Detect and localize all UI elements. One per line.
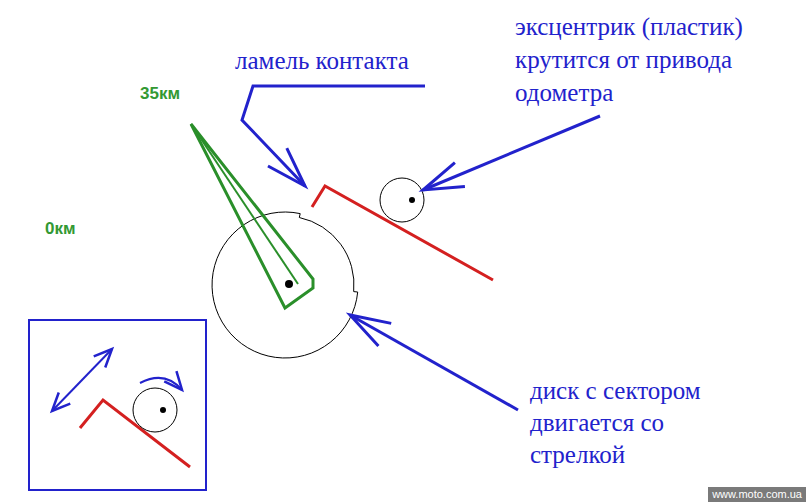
motion-arrow: [52, 349, 112, 411]
leader-arrow: [350, 315, 518, 410]
contact-lamel: [80, 400, 190, 467]
part-label: ламель контакта: [235, 46, 409, 76]
eccentric-axis: [160, 407, 166, 413]
eccentric: [380, 178, 424, 222]
inset-frame: [29, 320, 206, 490]
needle-pivot: [285, 280, 293, 288]
sector-disk: [212, 212, 358, 358]
scale-mark: 0км: [45, 219, 76, 239]
part-label: эксцентрик (пластик) крутится от привода…: [515, 10, 800, 109]
needle-edge: [191, 124, 298, 284]
leader-arrow: [423, 116, 600, 190]
needle: [191, 124, 313, 308]
contact-lamel: [312, 186, 493, 280]
scale-mark: 35км: [140, 84, 180, 104]
leader-arrow: [242, 86, 425, 186]
watermark: www.moto.com.ua: [708, 487, 806, 502]
rotation-arrow: [140, 378, 182, 390]
eccentric: [133, 388, 177, 432]
part-label: диск с сектором двигается со стрелкой: [530, 375, 745, 471]
eccentric-axis: [409, 197, 415, 203]
